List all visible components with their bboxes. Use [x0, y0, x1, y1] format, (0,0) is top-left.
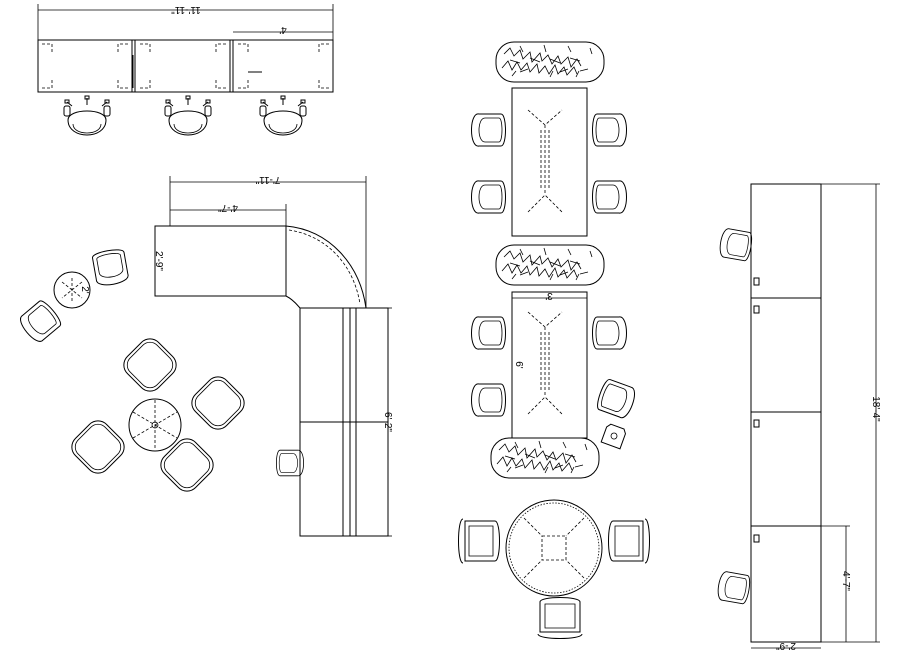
armchair-icon — [458, 518, 500, 564]
conference-table-icon: 3' 6' — [511, 290, 588, 439]
lounge-seat-icon — [186, 371, 250, 435]
round-table-icon: 2' — [53, 271, 91, 309]
task-chair-icon — [259, 95, 307, 136]
dim-l-desk-side-length: 6'-2" — [382, 412, 393, 432]
storage-wall: 18'-4" 4'-7" 2'-9" — [715, 183, 881, 651]
task-chair-icon — [164, 95, 212, 136]
guest-chair-icon — [715, 570, 752, 605]
task-chair-icon — [63, 95, 111, 136]
armchair-icon — [537, 597, 583, 639]
dim-conference-table-width: 3' — [545, 290, 553, 301]
dim-conference-table-length: 6' — [513, 361, 524, 369]
dim-storage-overall-length: 18'-4" — [870, 396, 881, 422]
guest-chair-icon — [91, 247, 130, 288]
planter-icon — [495, 244, 605, 286]
conference-area: 3' 6' — [458, 41, 650, 639]
guest-chair-icon — [592, 180, 627, 214]
small-object-icon — [600, 422, 628, 450]
dim-desk-segment-width: 4' — [279, 24, 287, 35]
lounge-seat-icon — [66, 415, 130, 479]
lounge-seat-icon — [155, 433, 219, 497]
planter-icon — [490, 437, 600, 479]
dim-l-desk-return: 4'-7" — [218, 202, 238, 213]
l-shaped-desk: 7'-11" 4'-7" 2'-9" 6'-2" 2' — [16, 174, 393, 537]
conference-table-icon — [511, 87, 588, 237]
guest-chair-icon — [471, 113, 506, 147]
workstation-row: 11'-11" 4' — [37, 4, 334, 136]
dim-small-round-table: 2' — [79, 286, 90, 294]
guest-chair-icon — [471, 316, 506, 350]
guest-chair-icon — [592, 316, 627, 350]
armchair-icon — [608, 518, 650, 564]
guest-chair-icon — [16, 297, 64, 346]
guest-chair-icon — [471, 383, 506, 417]
guest-chair-icon — [471, 180, 506, 214]
round-table-icon — [505, 499, 603, 597]
lounge-seat-icon — [118, 333, 182, 397]
dim-l-desk-overall: 7'-11" — [255, 174, 280, 185]
guest-chair-icon — [592, 113, 627, 147]
dim-storage-section-length: 4'-7" — [840, 571, 851, 591]
guest-chair-icon — [594, 377, 639, 421]
dim-l-desk-depth: 2'-9" — [153, 251, 164, 271]
round-table-icon — [128, 398, 182, 452]
dim-desk-row-width: 11'-11" — [171, 4, 201, 15]
planter-icon — [495, 41, 605, 83]
dim-storage-depth: 2'-9" — [776, 640, 796, 651]
guest-chair-icon — [717, 227, 754, 262]
